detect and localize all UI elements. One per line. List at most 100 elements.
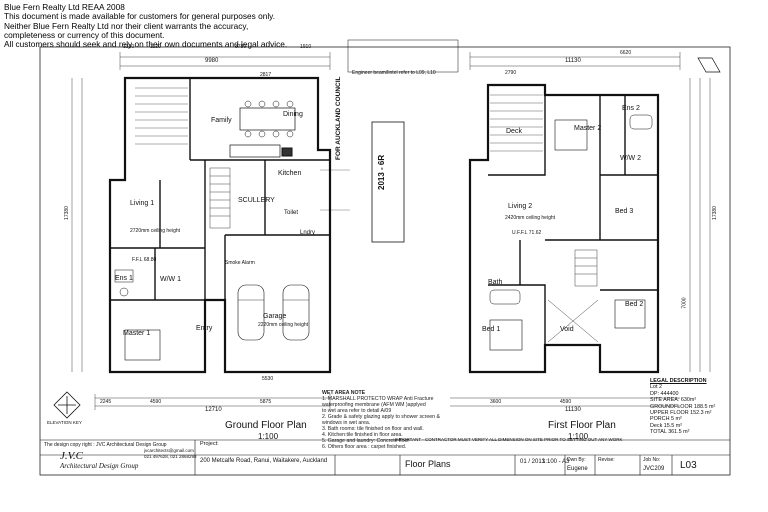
room-bed-2: Bed 2 <box>625 301 644 308</box>
room-walkin-2: W/W 2 <box>620 155 641 162</box>
dim-first-bottom-a: 3600 <box>490 399 502 405</box>
area-row: UPPER FLOOR 152.3 m² <box>650 410 712 417</box>
ground-floor-plan <box>71 52 350 410</box>
dim-ground-top-b: 1120 <box>150 44 161 50</box>
room-deck: Deck <box>506 128 522 135</box>
room-bath: Bath <box>488 279 503 286</box>
elevation-key-icon <box>53 391 81 419</box>
drawing-title: Floor Plans <box>405 459 451 469</box>
room-bed-1: Bed 1 <box>482 326 501 333</box>
ground-floor-title: Ground Floor Plan <box>225 420 307 431</box>
company-name: J.V.C <box>60 450 84 462</box>
first-floor-title: First Floor Plan <box>548 420 616 431</box>
first-floor-scale: 1:100 <box>568 432 589 441</box>
room-master-2: Master 2 <box>574 125 602 132</box>
project-label: Project: <box>200 441 219 447</box>
drawing-date: 01 / 2013 <box>520 459 546 465</box>
dim-first-bottom: 11130 <box>565 407 581 413</box>
room-laundry: Lndry <box>300 230 316 236</box>
wet-note-line: WET AREA NOTE <box>322 390 366 396</box>
project-address: 200 Metcalfe Road, Ranui, Waitakere, Auc… <box>200 458 328 464</box>
wet-note-line: 1. MARSHALL PROTECTO WRAP Anti Fracture <box>322 396 434 402</box>
disclaimer-line: completeness or currency of this documen… <box>4 29 165 40</box>
title-block-frame <box>40 439 730 475</box>
room-toilet: Toilet <box>284 210 299 216</box>
room-void: Void <box>560 326 574 333</box>
room-family: Family <box>211 117 232 124</box>
ufl-level: U.F.F.L 71.62 <box>512 230 542 236</box>
disclaimer: Blue Fern Realty Ltd REAA 2008 This docu… <box>4 2 288 50</box>
room-ensuite-1: Ens 1 <box>115 275 133 282</box>
dim-ground-top: 9980 <box>205 58 219 64</box>
area-row: GROUNDFLOOR 188.5 m² <box>650 403 716 410</box>
approved-number: 2013 - 6R <box>377 154 386 190</box>
wet-note-line: waterproofing membrane (AFM WM )applyed <box>322 402 426 408</box>
dim-ground-top-a: 1330 <box>123 44 135 50</box>
room-master-1: Master 1 <box>123 330 151 337</box>
wet-note-line: 6. Others floor area : carpet finished. <box>322 444 407 450</box>
disclaimer-line: Neither Blue Fern Realty Ltd nor their c… <box>4 20 249 31</box>
disclaimer-line: Blue Fern Realty Ltd REAA 2008 <box>4 2 125 12</box>
dim-first-bottom-b: 4590 <box>560 399 572 405</box>
wet-note-line: 3. Bath rooms: tile finished on floor an… <box>322 426 424 432</box>
smoke-alarm: Smoke Alarm <box>225 260 255 266</box>
job-number: JVC209 <box>643 466 665 472</box>
ceiling-height-3: 2220mm ceiling height <box>258 322 309 328</box>
legal-lot: Lot 2 <box>650 384 662 391</box>
room-scullery: SCULLERY <box>238 197 275 204</box>
council-stamp: FOR AUCKLAND COUNCIL <box>335 76 342 160</box>
room-living-1: Living 1 <box>130 200 155 207</box>
revise-label: Revise: <box>598 457 615 463</box>
wet-note-line: 5. Garage and laundry: Concrete floor <box>322 438 410 444</box>
area-row: PORCH 5 m² <box>650 416 682 423</box>
drawn-by: Eugene <box>567 466 588 472</box>
room-dining: Dining <box>283 111 303 118</box>
dim-ground-left: 17380 <box>63 206 70 220</box>
drawn-by-label: Dwn By: <box>567 457 586 463</box>
ground-floor-scale: 1:100 <box>258 432 279 441</box>
north-arrow-icon <box>697 57 721 73</box>
room-walkin-1: W/W 1 <box>160 276 181 283</box>
wet-note-line: windows in wet area. <box>322 420 371 426</box>
copyright: The design copy right : JVC Architectura… <box>44 442 167 448</box>
ceiling-height-2: 2420mm ceiling height <box>505 215 556 221</box>
room-garage: Garage <box>263 313 287 320</box>
room-bed-3: Bed 3 <box>615 208 634 215</box>
engineer-note: Engineer beam/lintel refer to L09, L10 <box>352 70 436 76</box>
contact-email: jvcarchitects@gmail.com <box>144 448 194 453</box>
dim-first-top-b: 6620 <box>620 50 632 56</box>
wet-note-line: 2. Grade & safety glazing apply to showe… <box>322 414 440 420</box>
drawing-scale: 1:100 - A3 <box>542 459 570 465</box>
dim-first-right-a: 7000 <box>681 297 688 309</box>
sheet-number: L03 <box>680 460 697 471</box>
company-subtitle: Architectural Design Group <box>60 462 139 470</box>
room-kitchen: Kitchen <box>278 170 302 177</box>
room-ensuite-2: Ens 2 <box>622 105 640 112</box>
dim-first-right: 17380 <box>711 206 718 220</box>
area-row: TOTAL 361.5 m² <box>650 429 690 436</box>
elevation-key-label: ELEVATION KEY <box>47 420 82 425</box>
dim-ground-bottom-c: 5875 <box>260 399 272 405</box>
dim-garage: 5530 <box>262 376 274 382</box>
room-living-2: Living 2 <box>508 203 533 210</box>
ceiling-height-1: 2720mm ceiling height <box>130 228 181 234</box>
wet-area-notes: WET AREA NOTE 1. MARSHALL PROTECTO WRAP … <box>322 390 440 450</box>
contractor-warning: IMPORTANT - CONTRACTOR MUST VERIFY ALL D… <box>395 437 623 442</box>
area-row: Deck 15.5 m² <box>650 422 683 429</box>
dim-first-top-a: 2790 <box>505 70 517 76</box>
disclaimer-line: All customers should seek and rely on th… <box>4 39 288 50</box>
dim-first-top: 11130 <box>565 58 581 64</box>
legal-description: LEGAL DESCRIPTION Lot 2 DP: 444400 SITE … <box>650 378 720 436</box>
wet-note-line: to wet area refer to detail A/09 <box>322 408 392 414</box>
legal-site-area: SITE AREA: 630m² <box>650 397 697 404</box>
contact-phone: 021 497628, 021 2868298 <box>144 454 197 459</box>
job-label: Job No: <box>643 457 661 463</box>
disclaimer-line: This document is made available for cust… <box>4 11 276 22</box>
dim-ground-bottom: 12710 <box>205 407 222 413</box>
dim-ground-top-e: 1910 <box>300 44 312 50</box>
legal-dp: DP: 444400 <box>650 390 679 397</box>
legal-heading: LEGAL DESCRIPTION <box>650 378 707 384</box>
first-floor-plan <box>450 52 711 407</box>
dim-ground-top-c: 3780 <box>235 44 247 50</box>
